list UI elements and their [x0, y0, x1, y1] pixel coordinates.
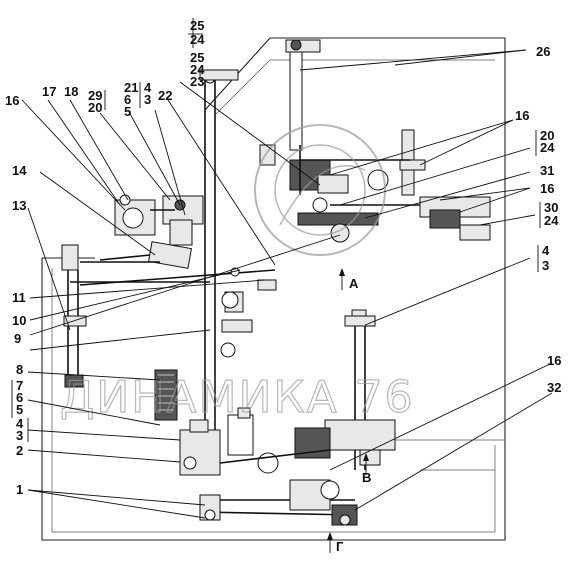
watermark-text: ДИНАМИКА 76 — [60, 372, 415, 423]
callout-29: 29 — [88, 88, 102, 103]
callout-2: 2 — [16, 443, 23, 458]
callout-11: 11 — [12, 290, 26, 305]
upper-left-pedal-group — [99, 194, 204, 269]
callout-6-top: 6 — [124, 92, 131, 107]
upper-pedal-mechanism — [259, 39, 491, 243]
lower-left-pedal — [154, 369, 221, 476]
callout-24-top: 24 — [190, 32, 205, 47]
callout-24-mid: 24 — [190, 62, 205, 77]
callout-6-left: 6 — [16, 390, 23, 405]
callout-24-right-lower: 24 — [544, 213, 559, 228]
callout-3-right: 3 — [542, 258, 549, 273]
callout-13: 13 — [12, 198, 26, 213]
view-label-a: A — [349, 276, 359, 291]
bottom-rods — [199, 479, 358, 526]
callout-1: 1 — [16, 482, 23, 497]
callout-20-left: 20 — [88, 100, 102, 115]
callout-32: 32 — [547, 380, 561, 395]
callout-9: 9 — [14, 331, 21, 346]
callout-5-top: 5 — [124, 104, 131, 119]
callout-22: 22 — [158, 88, 172, 103]
callout-10: 10 — [12, 313, 26, 328]
callout-16-left: 16 — [5, 93, 19, 108]
callout-labels: 25 24 25 24 23 22 21 6 5 4 3 29 20 18 17… — [5, 18, 561, 554]
callout-31: 31 — [540, 163, 554, 178]
vertical-column — [199, 69, 254, 456]
right-centre-shaft — [219, 309, 396, 474]
callout-4-left: 4 — [16, 416, 24, 431]
callout-4-right: 4 — [542, 243, 550, 258]
callout-18: 18 — [64, 84, 78, 99]
callout-21: 21 — [124, 80, 138, 95]
view-label-g: Г — [336, 539, 344, 554]
callout-16-right-mid: 16 — [540, 181, 554, 196]
callout-4-top: 4 — [144, 80, 152, 95]
callout-30: 30 — [544, 200, 558, 215]
callout-23: 23 — [190, 74, 204, 89]
callout-20-right: 20 — [540, 128, 554, 143]
callout-17: 17 — [42, 84, 56, 99]
leader-lines — [21, 18, 553, 519]
callout-24-right: 24 — [540, 140, 555, 155]
callout-16-lower-right: 16 — [547, 353, 561, 368]
callout-3-left: 3 — [16, 428, 23, 443]
callout-26: 26 — [536, 44, 550, 59]
watermark: ДИНАМИКА 76 — [59, 124, 415, 424]
callout-5-left: 5 — [16, 402, 23, 417]
callout-7: 7 — [16, 378, 23, 393]
view-arrows — [327, 268, 369, 553]
callout-16-right-upper: 16 — [515, 108, 529, 123]
watermark-logo — [254, 124, 386, 256]
callout-8: 8 — [16, 362, 23, 377]
view-label-v: В — [362, 470, 371, 485]
callout-14: 14 — [12, 163, 27, 178]
callout-25-top: 25 — [190, 18, 204, 33]
cab-frame — [41, 37, 506, 541]
left-side-rods — [61, 244, 277, 388]
callout-3-top: 3 — [144, 92, 151, 107]
callout-25-mid: 25 — [190, 50, 204, 65]
